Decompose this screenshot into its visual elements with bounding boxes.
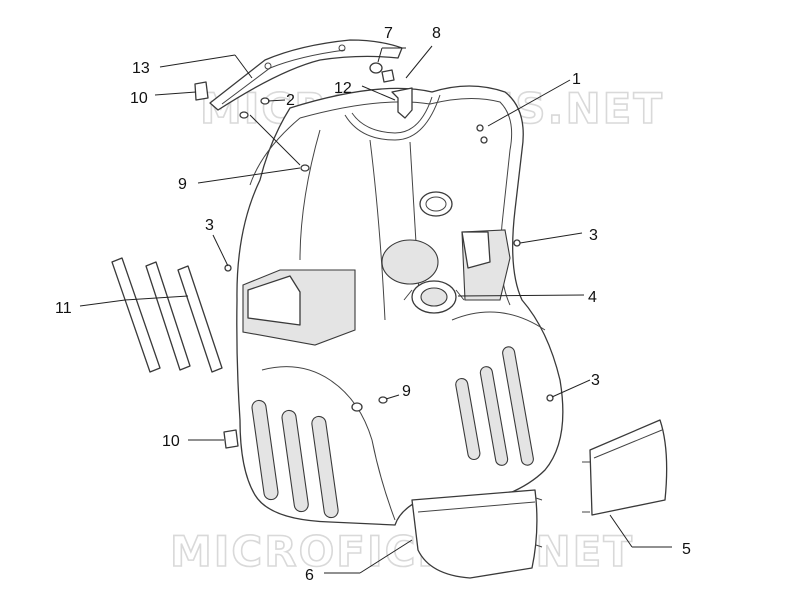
fasteners: [224, 97, 554, 412]
callout-9-upper: 9: [178, 176, 187, 193]
lower-center-cover: [411, 489, 543, 579]
callout-10-lower: 10: [162, 433, 180, 450]
callout-12: 12: [334, 80, 352, 97]
callout-3-right-upper: 3: [589, 227, 598, 244]
clip-lower: [223, 429, 239, 449]
callout-6: 6: [305, 567, 314, 584]
leg-shield-body: [236, 85, 564, 526]
callout-3-right-lower: 3: [591, 372, 600, 389]
top-screws: [369, 62, 395, 83]
ignition-ring: [403, 280, 465, 314]
callout-9-lower: 9: [402, 383, 411, 400]
callout-7: 7: [384, 25, 393, 42]
callout-13: 13: [132, 60, 150, 77]
callout-2: 2: [286, 92, 295, 109]
top-trim-strip: [209, 39, 403, 111]
callout-3-left: 3: [205, 217, 214, 234]
side-cover: [582, 419, 668, 516]
callout-4: 4: [588, 289, 597, 306]
leader-lines: [79, 45, 672, 574]
callout-10-upper: 10: [130, 90, 148, 107]
callout-labels: 1 2 3 3 3 4 5 6 7 8 9 9 10 10 11 12 13: [55, 25, 691, 584]
center-bracket: [391, 87, 413, 119]
callout-5: 5: [682, 541, 691, 558]
callout-11: 11: [55, 300, 72, 317]
callout-1: 1: [572, 71, 581, 88]
grille-bars: [111, 257, 223, 373]
clip-upper: [194, 81, 209, 101]
watermark-bottom: MICROFICHES.NET: [170, 527, 634, 576]
callout-8: 8: [432, 25, 441, 42]
